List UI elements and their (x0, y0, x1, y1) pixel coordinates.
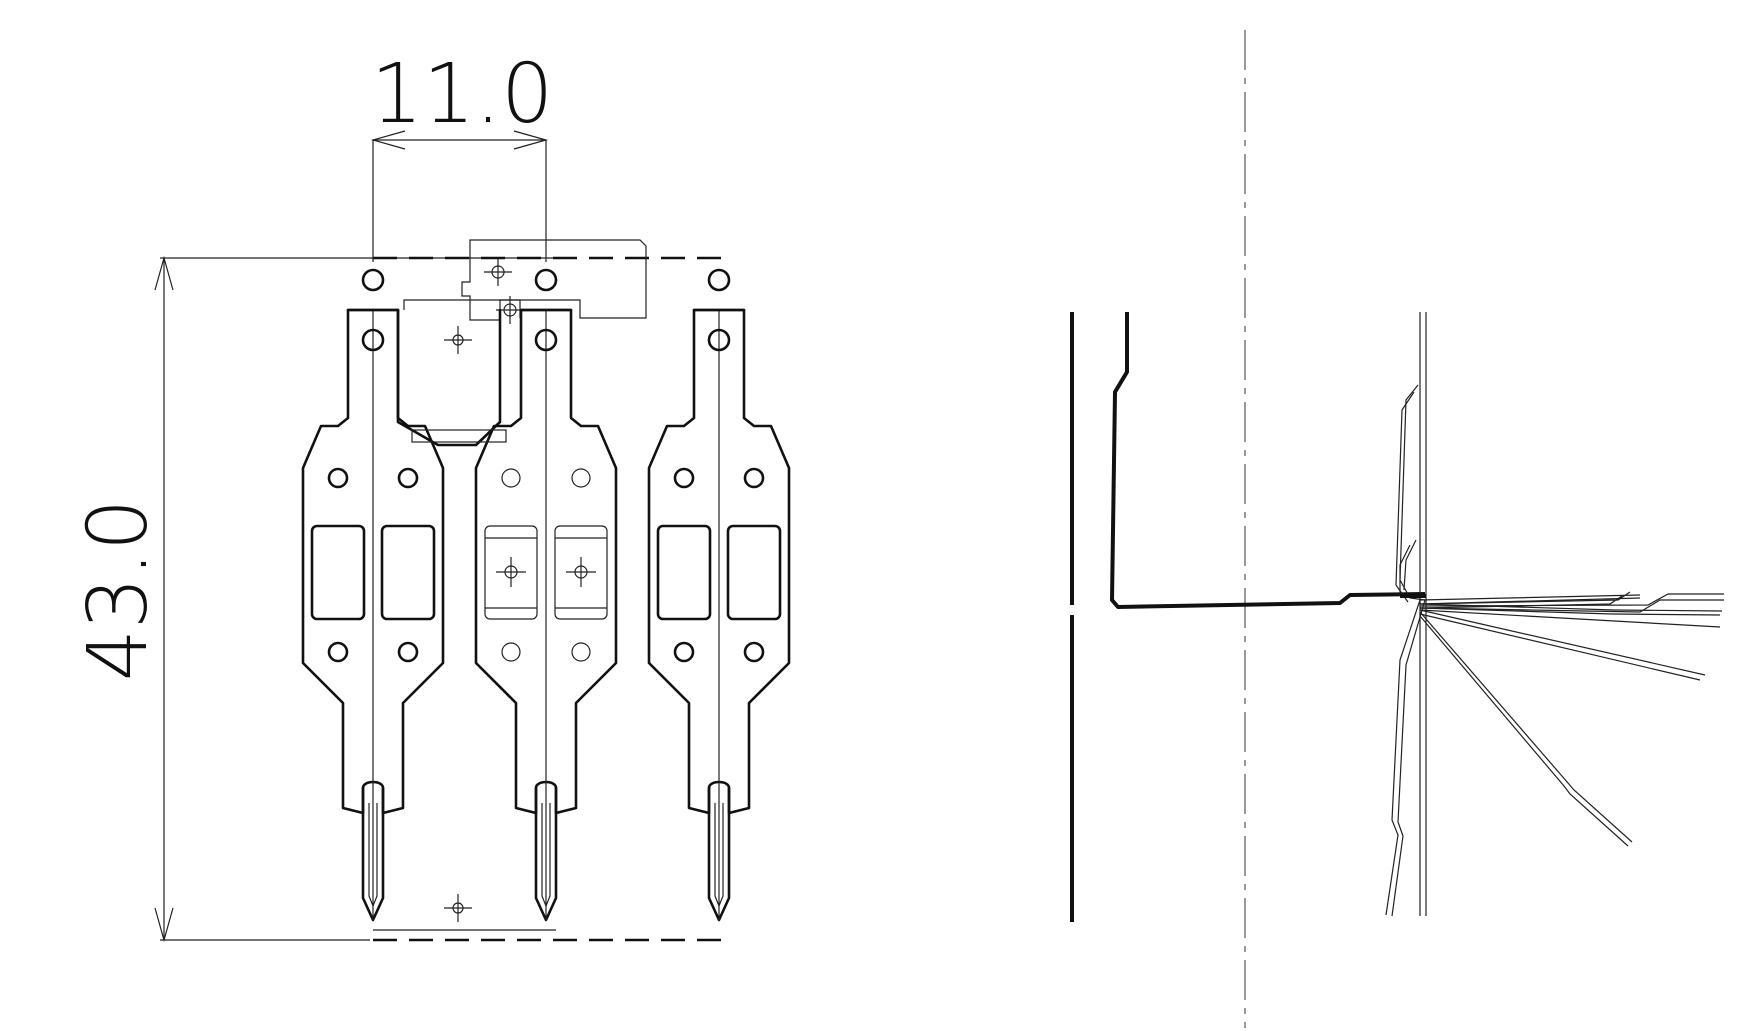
terminal-middle (474, 308, 618, 922)
terminal-right (647, 308, 791, 922)
side-view (1070, 30, 1724, 1028)
terminal-profile (1110, 312, 1426, 609)
pilot-hole (361, 268, 385, 292)
pitch-dimension: 11.0 (371, 47, 554, 262)
height-dimension: 43.0 (71, 255, 560, 943)
contact-springs (1385, 312, 1724, 917)
terminal-left (301, 308, 445, 922)
height-dimension-label: 43.0 (71, 499, 166, 682)
connecting-web (396, 308, 502, 447)
punch-outline (461, 239, 647, 321)
pilot-hole (534, 268, 558, 292)
pitch-dimension-label: 11.0 (371, 47, 554, 142)
locator-mark (444, 326, 472, 922)
pilot-hole (707, 268, 731, 292)
